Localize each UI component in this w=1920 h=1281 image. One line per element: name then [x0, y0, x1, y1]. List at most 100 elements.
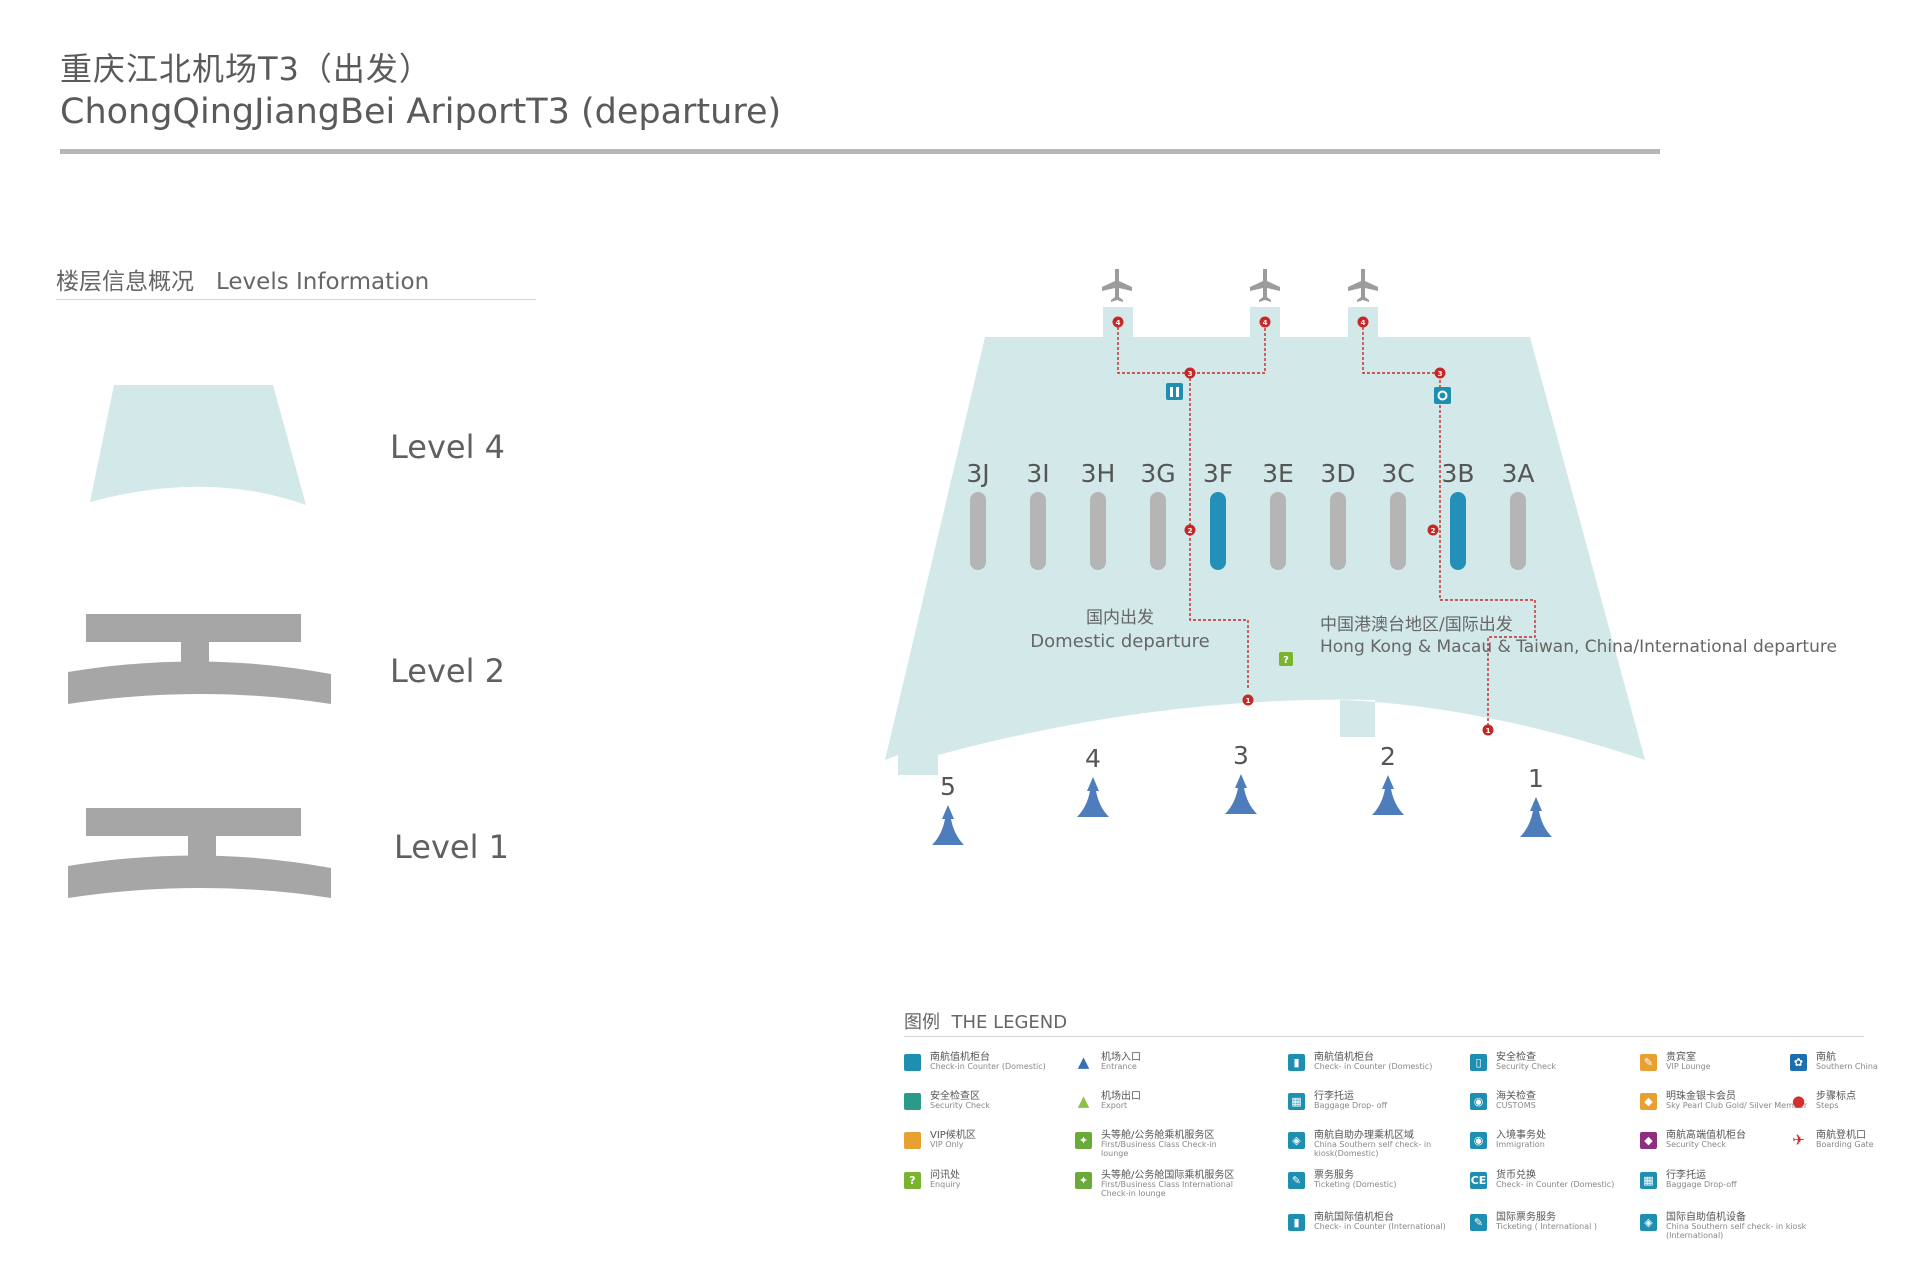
sky-pearl-icon: ◆	[1640, 1093, 1657, 1110]
legend-heading: 图例 THE LEGEND	[904, 1008, 1067, 1034]
legend-item-label-zh: 南航自助办理乘机区域	[1314, 1130, 1414, 1141]
checkin-counter-3h[interactable]	[1090, 492, 1106, 570]
checkin-counter-icon: ▮	[1288, 1054, 1305, 1071]
legend-item-label-en: Sky Pearl Club Gold/ Silver Member	[1666, 1101, 1808, 1110]
airplane-icon	[1102, 269, 1132, 302]
entrance-arrow-icon[interactable]	[1520, 797, 1552, 837]
step-number: 4	[1116, 319, 1121, 327]
step-number: 2	[1188, 527, 1193, 535]
step-number: 2	[1431, 527, 1436, 535]
counter-label-3a: 3A	[1501, 459, 1534, 488]
step-marker-1	[1482, 724, 1494, 736]
step-marker-3	[1434, 367, 1446, 379]
step-marker-4	[1357, 316, 1369, 328]
intl-checkin-icon: ▮	[1288, 1214, 1305, 1231]
step-number: 1	[1246, 697, 1251, 705]
legend-item-label-en: Check-in Counter (Domestic)	[930, 1062, 1046, 1071]
legend-item-label-en: Immigration	[1496, 1140, 1545, 1149]
step-marker-4	[1112, 316, 1124, 328]
level-4-label[interactable]: Level 4	[390, 428, 505, 466]
checkin-counter-3f[interactable]	[1210, 492, 1226, 570]
entrance-label-3: 3	[1233, 741, 1249, 770]
customs-icon[interactable]	[1434, 387, 1451, 404]
legend-item-label-en: Ticketing ( International )	[1496, 1222, 1597, 1231]
legend-heading-zh: 图例	[904, 1012, 940, 1033]
intl-self-kiosk-icon: ◈	[1640, 1214, 1657, 1231]
legend-item-label-zh: 南航值机柜台	[930, 1052, 990, 1063]
first-class-checkin-icon: ✦	[1075, 1132, 1092, 1149]
legend-item-label-en: Security Check	[1666, 1140, 1727, 1149]
legend-item-label-zh: 南航高端值机柜台	[1666, 1130, 1746, 1141]
entrance-arrow-icon[interactable]	[932, 805, 964, 845]
legend-item-label-en: Steps	[1816, 1101, 1839, 1110]
level-2-label[interactable]: Level 2	[390, 652, 505, 690]
counter-label-3i: 3I	[1026, 459, 1049, 488]
step-marker-4	[1259, 316, 1271, 328]
page-title-english: ChongQingJiangBei AriportT3 (departure)	[60, 92, 782, 132]
checkin-counter-3j[interactable]	[970, 492, 986, 570]
checkin-counter-3b[interactable]	[1450, 492, 1466, 570]
legend-item-label-zh: 头等舱/公务舱国际乘机服务区	[1101, 1170, 1235, 1181]
immigration-icon: ◉	[1470, 1132, 1487, 1149]
counter-label-3h: 3H	[1081, 459, 1116, 488]
legend-item-label-en: VIP Only	[930, 1140, 964, 1149]
step-number: 1	[1486, 727, 1491, 735]
entrance-arrow-icon[interactable]	[1077, 777, 1109, 817]
airplane-icon	[1250, 269, 1280, 302]
entrance-arrow-icon[interactable]	[1225, 774, 1257, 814]
title-divider	[60, 149, 1660, 154]
legend-item-label-zh: 南航	[1816, 1052, 1836, 1063]
level-1-label[interactable]: Level 1	[394, 828, 509, 866]
step-marker-2	[1184, 524, 1196, 536]
enquiry-icon: ?	[904, 1172, 921, 1189]
ticketing-icon: ✎	[1288, 1172, 1305, 1189]
legend-item-label-zh: 票务服务	[1314, 1170, 1354, 1181]
level-2-icon[interactable]	[66, 612, 341, 707]
checkin-counter-3a[interactable]	[1510, 492, 1526, 570]
legend-item-label-en: Boarding Gate	[1816, 1140, 1874, 1149]
checkin-counter-3i[interactable]	[1030, 492, 1046, 570]
legend-item-label-en: Check- in Counter (Domestic)	[1314, 1062, 1433, 1071]
legend-item-label-en: First/Business Class International Check…	[1101, 1180, 1233, 1198]
svg-text:?: ?	[1283, 655, 1289, 666]
level-4-icon[interactable]	[88, 380, 318, 510]
checkin-counter-3e[interactable]	[1270, 492, 1286, 570]
step-number: 4	[1263, 319, 1268, 327]
checkin-counter-3c[interactable]	[1390, 492, 1406, 570]
checkin-counter-3d[interactable]	[1330, 492, 1346, 570]
legend-item-label-en: Baggage Drop-off	[1666, 1180, 1737, 1189]
china-southern-logo-icon: ✿	[1790, 1054, 1807, 1071]
step-marker-1	[1242, 694, 1254, 706]
step-marker-3	[1184, 367, 1196, 379]
legend-item-label-zh: 机场入口	[1101, 1052, 1141, 1063]
legend-item-label-zh: 入境事务处	[1496, 1130, 1546, 1141]
intl-ticketing-icon: ✎	[1470, 1214, 1487, 1231]
page-title-chinese: 重庆江北机场T3（出发）	[60, 50, 432, 88]
step-marker-2	[1427, 524, 1439, 536]
counter-label-3j: 3J	[966, 459, 989, 488]
enquiry-icon[interactable]: ?	[1279, 652, 1293, 666]
airplane-icon	[1348, 269, 1378, 302]
entrance-arrow-icon[interactable]	[1372, 775, 1404, 815]
intl-departure-label-zh: 中国港澳台地区/国际出发	[1320, 615, 1513, 635]
counter-label-3d: 3D	[1320, 459, 1355, 488]
first-class-intl-icon: ✦	[1075, 1172, 1092, 1189]
security-check-icon[interactable]	[1166, 383, 1183, 400]
level-1-icon[interactable]	[66, 806, 341, 901]
self-kiosk-icon: ◈	[1288, 1132, 1305, 1149]
vip-lounge-icon: ✎	[1640, 1054, 1657, 1071]
legend-item-label-en: Baggage Drop- off	[1314, 1101, 1388, 1110]
boarding-gate-icon: ✈	[1792, 1131, 1805, 1149]
checkin-counter-3g[interactable]	[1150, 492, 1166, 570]
